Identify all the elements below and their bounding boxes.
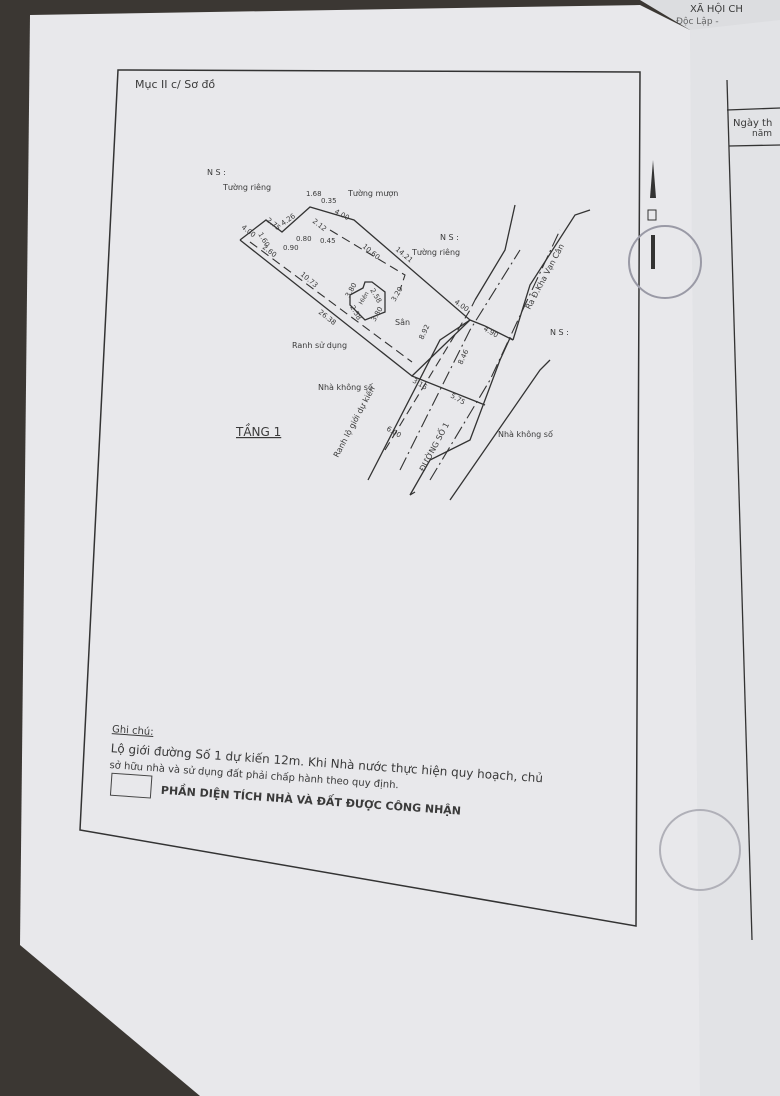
tuong-rieng-label: Tường riêng xyxy=(411,247,460,257)
north-arrow-icon xyxy=(647,160,657,269)
diagram-frame xyxy=(79,69,641,927)
dimension: 0.35 xyxy=(321,197,337,205)
right-page-top-text: Độc Lập - xyxy=(676,16,719,27)
section-heading: Mục II c/ Sơ đồ xyxy=(135,78,215,91)
tuong-rieng-label: Tường riêng xyxy=(222,182,271,192)
notes-heading: Ghi chú: xyxy=(112,723,154,738)
floor-label: TẦNG 1 xyxy=(235,423,281,439)
ranh-su-dung-label: Ranh sử dụng xyxy=(292,340,347,351)
ns-label: N S : xyxy=(207,168,226,177)
nha-khong-so-label: Nhà không số xyxy=(498,429,553,439)
stamp-seal xyxy=(628,225,702,299)
dimension: 1.68 xyxy=(306,190,322,198)
right-page-top-text-2: XÃ HỘI CH xyxy=(690,2,743,15)
nha-khong-so-label: Nhà không số xyxy=(318,382,373,392)
ns-label: N S : xyxy=(550,328,569,337)
ns-label: N S : xyxy=(440,233,459,242)
dimension: 0.45 xyxy=(320,237,336,245)
right-page-date-header-2: năm xyxy=(752,129,772,139)
dimension: 0.80 xyxy=(296,235,312,243)
tuong-muon-label: Tường mượn xyxy=(347,188,398,198)
dimension: 0.90 xyxy=(283,244,299,252)
land-plot-diagram xyxy=(239,204,591,501)
stamp-seal-2 xyxy=(659,809,741,891)
paper-page xyxy=(20,5,700,1096)
right-page: Ngày th năm XÃ HỘI CH Độc Lập - xyxy=(640,0,780,1096)
legend-box xyxy=(109,772,153,799)
right-page-date-header: Ngày th xyxy=(733,117,772,129)
san-label: Sân xyxy=(395,318,410,327)
